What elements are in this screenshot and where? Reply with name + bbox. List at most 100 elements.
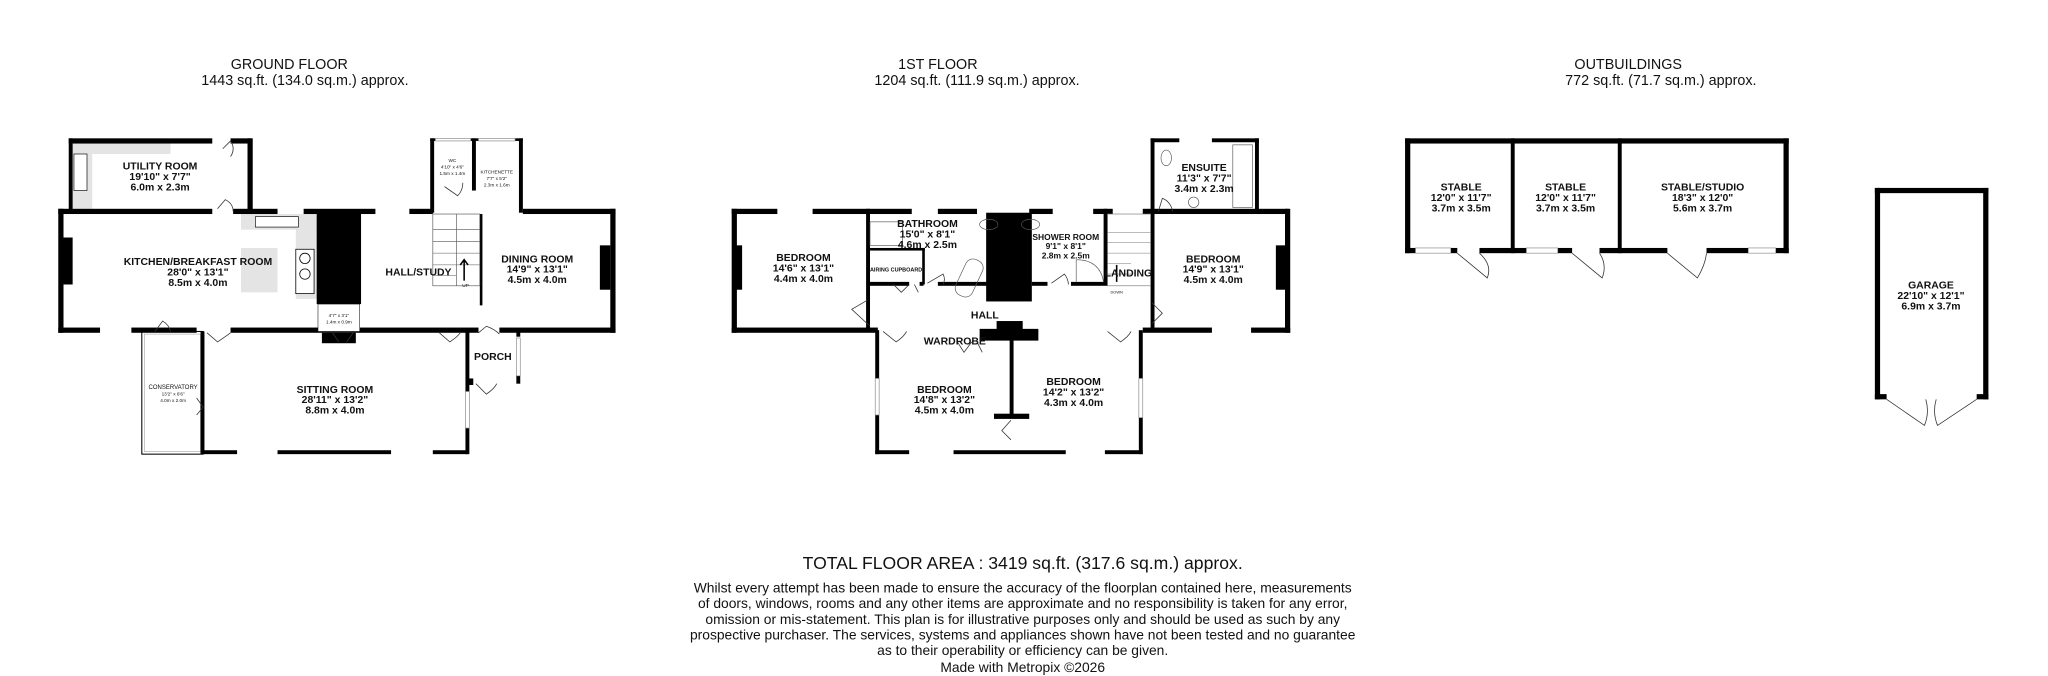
wall [200, 450, 238, 455]
wall [1254, 138, 1259, 213]
wall [1599, 247, 1668, 254]
room-stable-studio: STABLE/STUDIO 18'3" x 12'0" 5.6m x 3.7m [1661, 183, 1744, 215]
room-label: 8.5m x 4.0m [168, 278, 227, 289]
wall [1479, 247, 1527, 254]
room-label: omission or mis-statement. This plan is … [705, 611, 1340, 627]
kitchen-sink [255, 216, 299, 228]
room-stable-2: STABLE 12'0" x 11'7" 3.7m x 3.5m [1535, 183, 1596, 215]
chimney-breast [986, 212, 1032, 302]
ground-floor-plan: UP UTILITY ROOM [58, 138, 616, 455]
room-label: 28'0" x 13'1" [167, 267, 228, 278]
wall [922, 247, 925, 285]
window [465, 391, 470, 429]
room-label: 18'3" x 12'0" [1672, 193, 1733, 204]
stairs-up-label: UP [462, 283, 469, 288]
room-label: KITCHENETTE [480, 170, 513, 175]
room-label: 4'7" x 3'1" [329, 313, 350, 318]
room-airing-cupboard: AIRING CUPBOARD [870, 267, 922, 273]
stairs-arrow-icon [459, 258, 469, 281]
window [478, 138, 516, 142]
wall [1104, 450, 1143, 455]
room-bedroom-1: BEDROOM 14'6" x 13'1" 4.4m x 4.0m [773, 253, 834, 285]
room-label: 15'0" x 8'1" [900, 230, 956, 241]
wall [58, 327, 101, 333]
room-hall-study: HALL/STUDY [385, 267, 451, 278]
room-label: 4.4m x 4.0m [774, 274, 833, 285]
room-label: 4.6m x 2.5m [898, 240, 957, 251]
stairs-down-label: DOWN [1110, 290, 1123, 295]
wall [1874, 187, 1989, 194]
room-label: BEDROOM [1046, 377, 1101, 388]
door-swing [927, 273, 945, 285]
wall [131, 327, 197, 333]
room-label: 12'0" x 11'7" [1431, 193, 1492, 204]
room-label: STABLE [1441, 183, 1482, 194]
wall [919, 281, 924, 286]
room-sitting: SITTING ROOM 28'11" x 13'2" 8.8m x 4.0m [297, 385, 374, 417]
ground-floor-area: 1443 sq.ft. (134.0 sq.m.) approx. [201, 73, 408, 89]
wall [58, 208, 64, 333]
bath [1232, 144, 1253, 208]
wall [1031, 281, 1048, 286]
door-swing [1151, 302, 1163, 324]
window [1526, 247, 1559, 254]
hob-icon [299, 252, 311, 265]
wall [1211, 138, 1259, 143]
staircase [432, 213, 481, 287]
room-label: 28'11" x 13'2" [302, 395, 369, 406]
wall [599, 245, 611, 290]
wall [1450, 247, 1458, 254]
room-label: STABLE/STUDIO [1661, 183, 1744, 194]
wall [1405, 138, 1411, 254]
wall [1874, 394, 1887, 400]
room-label: 11'3" x 7'7" [1177, 173, 1232, 184]
room-label: 4'10" x 4'6" [441, 164, 464, 169]
room-label: 14'6" x 13'1" [773, 263, 834, 274]
wall [866, 208, 871, 332]
room-label: of doors, windows, rooms and any other i… [698, 595, 1347, 611]
wall [1142, 208, 1289, 215]
wall [471, 138, 476, 191]
room-label: 7'7" x 5'2" [487, 176, 508, 181]
door-swing [1051, 273, 1069, 285]
room-hall: HALL [971, 310, 999, 321]
room-label: 3.7m x 3.5m [1536, 203, 1595, 214]
room-label: SHOWER ROOM [1032, 232, 1099, 242]
room-bathroom: BATHROOM 15'0" x 8'1" 4.6m x 2.5m [897, 219, 958, 251]
wall [953, 450, 1066, 455]
room-label: 4.5m x 4.0m [508, 275, 567, 286]
room-label: 12'0" x 11'7" [1535, 193, 1596, 204]
door-swing [475, 383, 498, 395]
wall [516, 375, 521, 384]
utility-worktop [72, 143, 171, 154]
wall [277, 450, 392, 455]
wall [1706, 247, 1749, 254]
wall [247, 138, 253, 213]
room-label: BEDROOM [1186, 254, 1241, 265]
wall [230, 138, 252, 144]
wall [468, 378, 474, 385]
wall [731, 327, 878, 333]
room-bedroom-3: BEDROOM 14'8" x 13'2" 4.5m x 4.0m [914, 385, 975, 417]
wall [499, 327, 616, 333]
room-label: 19'10" x 7'7" [129, 172, 190, 183]
room-label: 4.5m x 4.0m [915, 406, 974, 417]
room-label: 13'2" x 6'6" [162, 391, 185, 396]
room-label: 6.0m x 2.3m [130, 183, 189, 194]
window [1415, 247, 1452, 254]
room-label: BATHROOM [897, 219, 958, 230]
outbuildings-title: OUTBUILDINGS [1574, 57, 1682, 73]
window [1138, 378, 1144, 418]
room-label: 3.4m x 2.3m [1174, 184, 1233, 195]
room-dining: DINING ROOM 14'9" x 13'1" 4.5m x 4.0m [501, 254, 573, 286]
toilet [1021, 218, 1040, 231]
wall [1783, 138, 1789, 254]
wall [1285, 208, 1291, 333]
room-label: 6.9m x 3.7m [1901, 301, 1960, 312]
room-label: 14'2" x 13'2" [1043, 387, 1104, 398]
kitchen-island [240, 247, 278, 293]
first-floor-plan: DOWN BEDROOM 14'6" x 13'1" 4.4m x 4.0m [731, 138, 1291, 455]
wall [875, 450, 910, 455]
wall [1405, 138, 1789, 144]
